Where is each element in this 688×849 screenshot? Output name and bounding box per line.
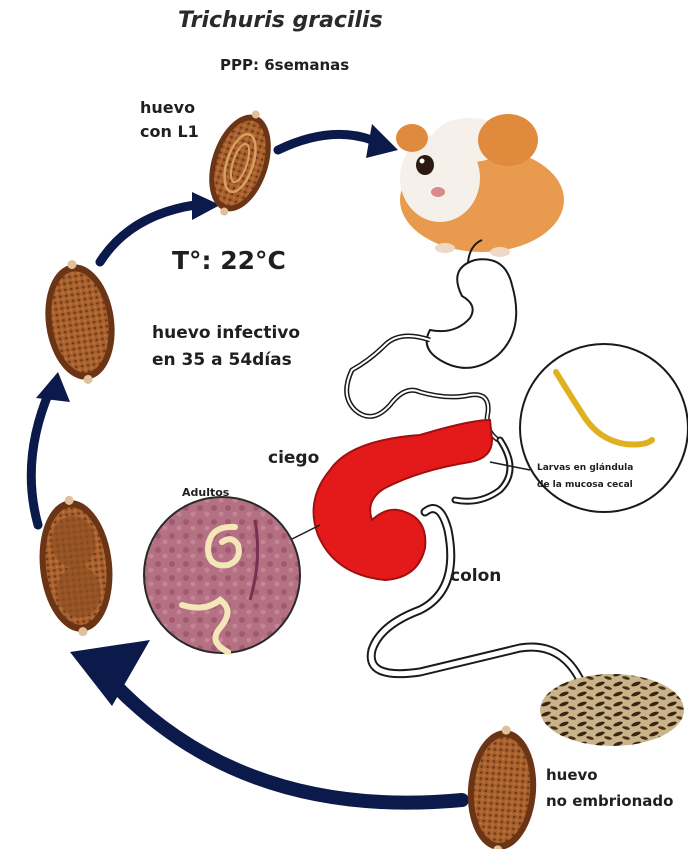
egg-l1-label: huevo con L1	[140, 96, 199, 144]
diagram-title: Trichuris gracilis	[178, 8, 383, 33]
feces-image	[540, 674, 684, 746]
arrowhead-embryo	[70, 640, 150, 706]
cecum-label: ciego	[268, 448, 319, 468]
unembryonated-egg-label: huevo no embrionado	[546, 762, 673, 814]
infective-line-1: huevo infectivo	[152, 320, 300, 347]
egg-infective	[38, 255, 123, 388]
egg-embryonating	[33, 492, 119, 640]
stomach-intestine-drawing	[347, 240, 517, 440]
egg-unembryonated	[464, 723, 541, 849]
prepatent-period-label: PPP: 6semanas	[220, 56, 349, 74]
arrow-egg-l1-to-host	[278, 134, 372, 150]
arrowhead-host	[366, 124, 398, 158]
unembryonated-line-2: no embrionado	[546, 788, 673, 814]
larvae-line-1: Larvas en glándula	[537, 460, 633, 477]
arrow-embryo-to-infective	[31, 390, 50, 525]
colon-label: colon	[450, 566, 501, 586]
temperature-label: T°: 22°C	[172, 246, 286, 275]
guinea-pig-image	[396, 114, 564, 257]
larvae-line-2: de la mucosa cecal	[537, 477, 633, 494]
infective-line-2: en 35 a 54días	[152, 347, 300, 374]
larvae-label: Larvas en glándula de la mucosa cecal	[537, 460, 633, 494]
stomach	[427, 259, 517, 368]
egg-l1-line-2: con L1	[140, 120, 199, 144]
adults-inset	[144, 497, 320, 653]
arrow-unembryonated-to-embryo	[120, 690, 462, 803]
infective-egg-label: huevo infectivo en 35 a 54días	[152, 320, 300, 374]
adults-label: Adultos	[182, 486, 229, 499]
arrowhead-infective	[36, 372, 70, 402]
egg-l1-line-1: huevo	[140, 96, 199, 120]
unembryonated-line-1: huevo	[546, 762, 673, 788]
